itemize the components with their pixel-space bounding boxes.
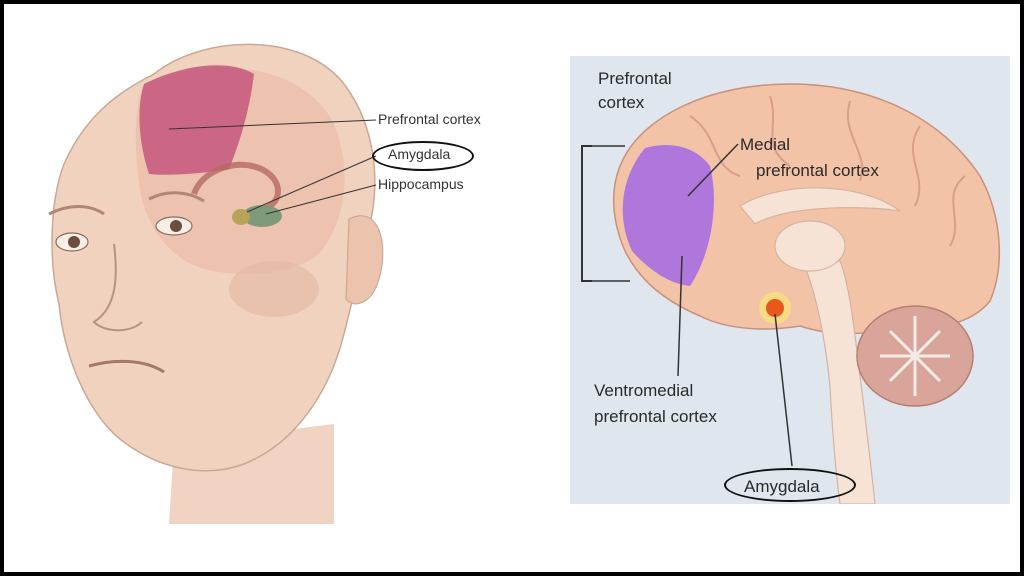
amygdala-shape-right bbox=[766, 299, 784, 317]
sagittal-brain-panel: Prefrontal cortex Medial prefrontal cort… bbox=[570, 56, 1010, 504]
amygdala-shape bbox=[232, 209, 250, 225]
thalamus bbox=[774, 220, 846, 272]
image-frame: Prefrontal cortex Amygdala Hippocampus bbox=[4, 4, 1020, 572]
label-prefrontal-line1: Prefrontal bbox=[598, 69, 672, 88]
ear bbox=[345, 215, 384, 305]
leader-ventromedial bbox=[677, 255, 683, 377]
limbic-arc bbox=[191, 161, 281, 212]
prefrontal-region-right bbox=[622, 145, 714, 286]
head-illustration-panel: Prefrontal cortex Amygdala Hippocampus bbox=[4, 4, 564, 572]
amygdala-circle-mark-left bbox=[372, 141, 474, 171]
mouth bbox=[88, 359, 165, 374]
prefrontal-bracket bbox=[581, 145, 592, 282]
leader-amygdala bbox=[774, 313, 793, 467]
label-hippocampus-left: Hippocampus bbox=[378, 176, 464, 192]
corpus-callosum bbox=[739, 187, 901, 225]
label-medial-line2: prefrontal cortex bbox=[756, 161, 879, 180]
label-ventromedial-line1: Ventromedial bbox=[594, 381, 694, 400]
label-medial-line1: Medial bbox=[740, 135, 791, 154]
label-prefrontal-line2: cortex bbox=[598, 93, 645, 112]
cerebellum bbox=[229, 261, 319, 317]
leader-medial bbox=[687, 143, 739, 197]
head-illustration bbox=[48, 43, 384, 524]
amygdala-circle-mark-right bbox=[724, 468, 856, 502]
sagittal-brain-illustration bbox=[581, 83, 1001, 504]
brainstem bbox=[798, 255, 876, 504]
label-prefrontal-cortex-left: Prefrontal cortex bbox=[378, 111, 481, 127]
prefrontal-cortex-region bbox=[139, 65, 254, 175]
nose bbox=[92, 243, 143, 332]
hippocampus-shape bbox=[242, 205, 282, 227]
label-ventromedial-line2: prefrontal cortex bbox=[594, 407, 717, 426]
